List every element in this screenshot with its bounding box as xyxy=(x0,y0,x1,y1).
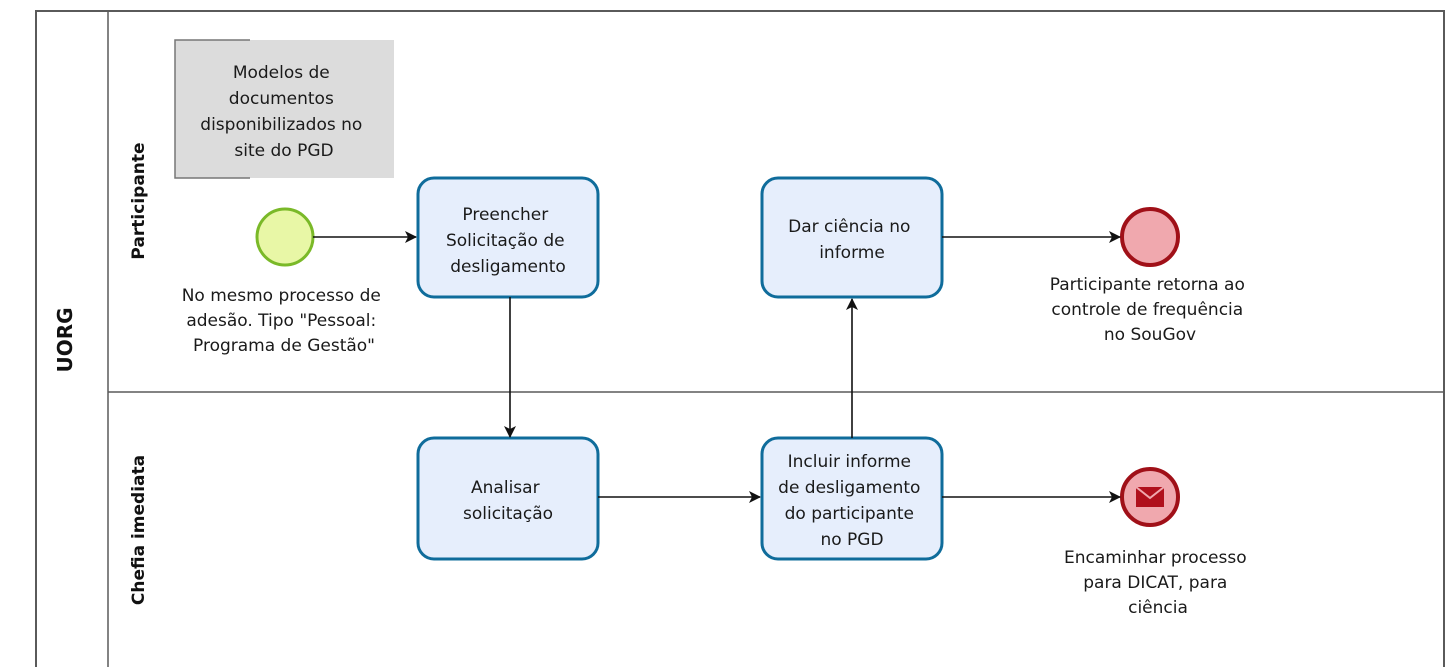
task-box xyxy=(416,436,600,561)
task-box xyxy=(760,176,944,299)
task-label: Preencher Solicitação de desligamento xyxy=(446,205,570,277)
lane-title-participante: Participante xyxy=(129,142,149,259)
pool-title: UORG xyxy=(53,307,77,372)
start-event[interactable] xyxy=(255,207,315,267)
end-message-event-label: Encaminhar processo para DICAT, para ciê… xyxy=(1064,548,1252,618)
start-event-label: No mesmo processo de adesão. Tipo "Pesso… xyxy=(182,286,387,356)
annotation-box xyxy=(175,40,394,178)
task-preencher-solicitacao[interactable]: Preencher Solicitação de desligamento xyxy=(416,176,600,299)
task-dar-ciencia[interactable]: Dar ciência no informe xyxy=(760,176,944,299)
envelope-icon xyxy=(1135,486,1165,507)
annotation-text: Modelos de documentos disponibilizados n… xyxy=(200,63,367,161)
annotation-bracket xyxy=(174,39,250,179)
end-message-event[interactable] xyxy=(1120,467,1180,527)
task-incluir-informe[interactable]: Incluir informe de desligamento do parti… xyxy=(760,436,944,561)
task-analisar-solicitacao[interactable]: Analisar solicitação xyxy=(416,436,600,561)
documents-annotation[interactable]: Modelos de documentos disponibilizados n… xyxy=(174,39,394,179)
task-label: Incluir informe de desligamento do parti… xyxy=(778,452,926,550)
task-label: Analisar solicitação xyxy=(463,478,553,524)
task-label: Dar ciência no informe xyxy=(788,217,916,263)
pool-border xyxy=(35,10,1445,667)
lane-title-chefia: Chefia imediata xyxy=(129,455,149,605)
end-event-participante-label: Participante retorna ao controle de freq… xyxy=(1050,275,1251,345)
end-event-participante[interactable] xyxy=(1120,207,1180,267)
task-box xyxy=(416,176,600,299)
